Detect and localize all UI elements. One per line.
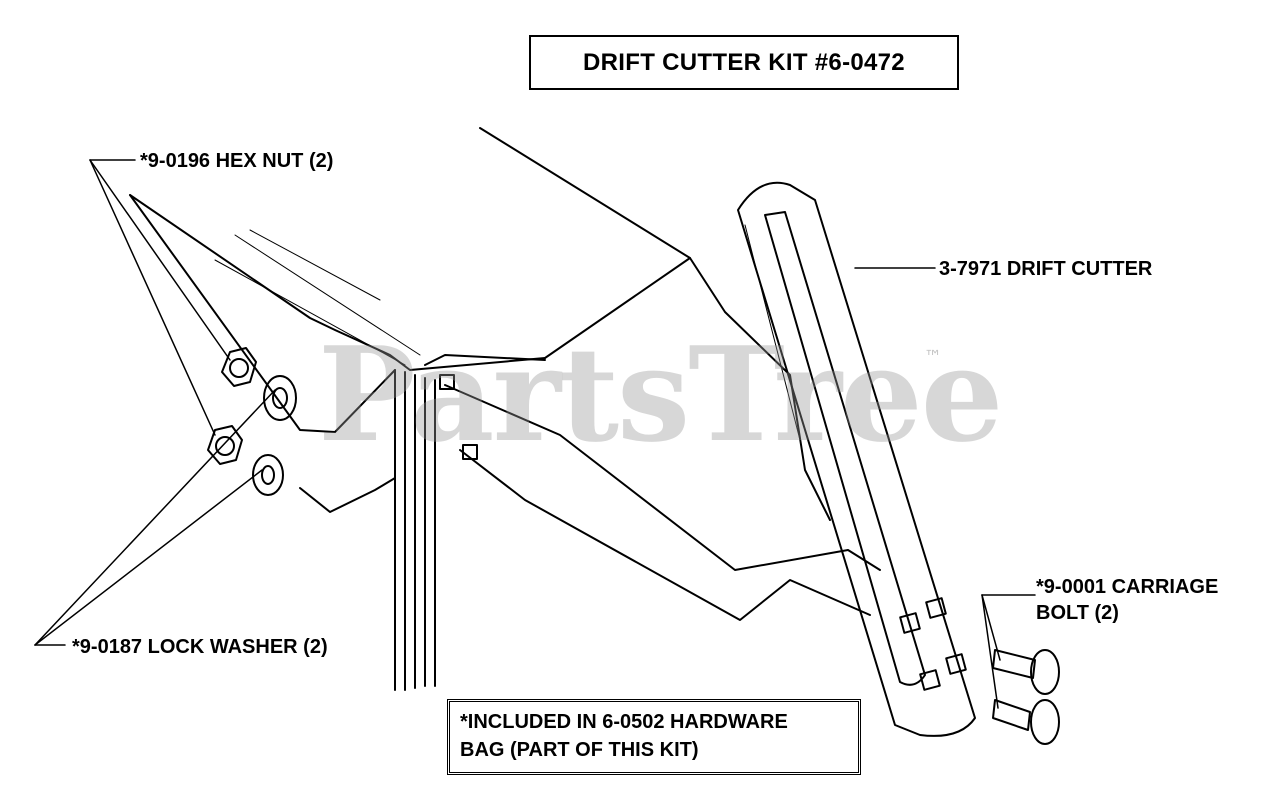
hardware-note-line2: BAG (PART OF THIS KIT) — [460, 739, 699, 761]
drift-cutter-blade — [737, 181, 976, 737]
hex-nut-upper — [221, 347, 257, 387]
housing-outline — [129, 127, 881, 691]
diagram-title: DRIFT CUTTER KIT #6-0472 — [529, 35, 959, 90]
carriage-bolt-label-line1: *9-0001 CARRIAGE — [1036, 576, 1219, 598]
leader-lines — [34, 159, 1036, 709]
housing-holes — [439, 374, 478, 460]
watermark: PartsTree — [318, 318, 1003, 471]
hex-nut-label: *9-0196 HEX NUT (2) — [140, 150, 334, 172]
hex-nut-lower — [207, 425, 243, 465]
lock-washer-label: *9-0187 LOCK WASHER (2) — [72, 636, 328, 658]
carriage-bolt-lower — [992, 699, 1060, 745]
carriage-bolt-label-line2: BOLT (2) — [1036, 602, 1119, 624]
drift-cutter-label: 3-7971 DRIFT CUTTER — [939, 258, 1153, 280]
hardware-note: *INCLUDED IN 6-0502 HARDWARE BAG (PART O… — [447, 699, 861, 775]
carriage-bolt-upper — [992, 649, 1060, 695]
carriage-bolt-label: *9-0001 CARRIAGE BOLT (2) — [1036, 574, 1218, 626]
lock-washer-lower — [252, 454, 284, 496]
lock-washer-upper — [263, 375, 297, 421]
trademark-symbol: ™ — [924, 347, 942, 368]
blade-holes — [899, 597, 967, 691]
hardware-note-line1: *INCLUDED IN 6-0502 HARDWARE — [460, 711, 788, 733]
